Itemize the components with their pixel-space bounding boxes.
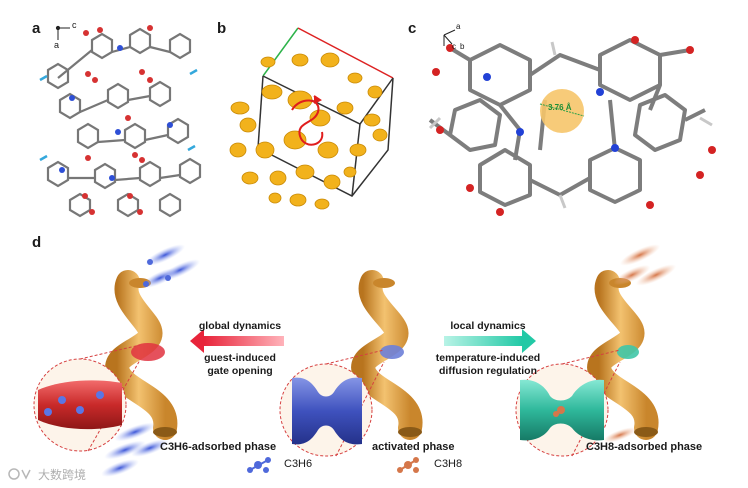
left-phase-caption: C3H6-adsorbed phase [160, 441, 276, 453]
panel-c-label: c [408, 20, 416, 37]
panel-a-axes [56, 26, 70, 40]
panel-c-axis-a: a [456, 22, 460, 31]
local-dynamics-sub-1: temperature-induced [420, 352, 556, 365]
global-dynamics-label: global dynamics [190, 320, 290, 333]
right-molecule-stream-top [611, 240, 678, 289]
watermark-text: 大数跨境 [38, 466, 86, 483]
panel-b-label: b [217, 20, 226, 37]
panel-c-axis-b: b [460, 42, 464, 51]
watermark-logo [9, 469, 30, 479]
middle-phase-caption: activated phase [372, 441, 455, 453]
panel-a-axis-a: a [54, 40, 59, 50]
legend-c3h8-molecule [397, 457, 419, 473]
global-dynamics-sub-2: gate opening [186, 365, 294, 378]
panel-a-axis-c: c [72, 20, 77, 30]
panel-a-structure [40, 25, 200, 216]
legend-c3h6-molecule [247, 457, 271, 473]
left-molecule-stream-top [139, 240, 202, 292]
panel-c-axis-c: c [452, 42, 456, 51]
panel-a-label: a [32, 20, 40, 37]
global-dynamics-sub-1: guest-induced [186, 352, 294, 365]
legend-c3h6-label: C3H6 [284, 458, 312, 470]
panel-d-label: d [32, 234, 41, 251]
right-phase-caption: C3H8-adsorbed phase [586, 441, 702, 453]
left-tube [117, 278, 177, 437]
right-tube [599, 278, 658, 437]
local-dynamics-label: local dynamics [438, 320, 538, 333]
panel-b-isosurfaces [230, 53, 387, 209]
legend-c3h8-label: C3H8 [434, 458, 462, 470]
panel-c-pore-size: 3.76 Å [548, 103, 572, 112]
middle-tube [363, 278, 422, 437]
local-dynamics-sub-2: diffusion regulation [420, 365, 556, 378]
